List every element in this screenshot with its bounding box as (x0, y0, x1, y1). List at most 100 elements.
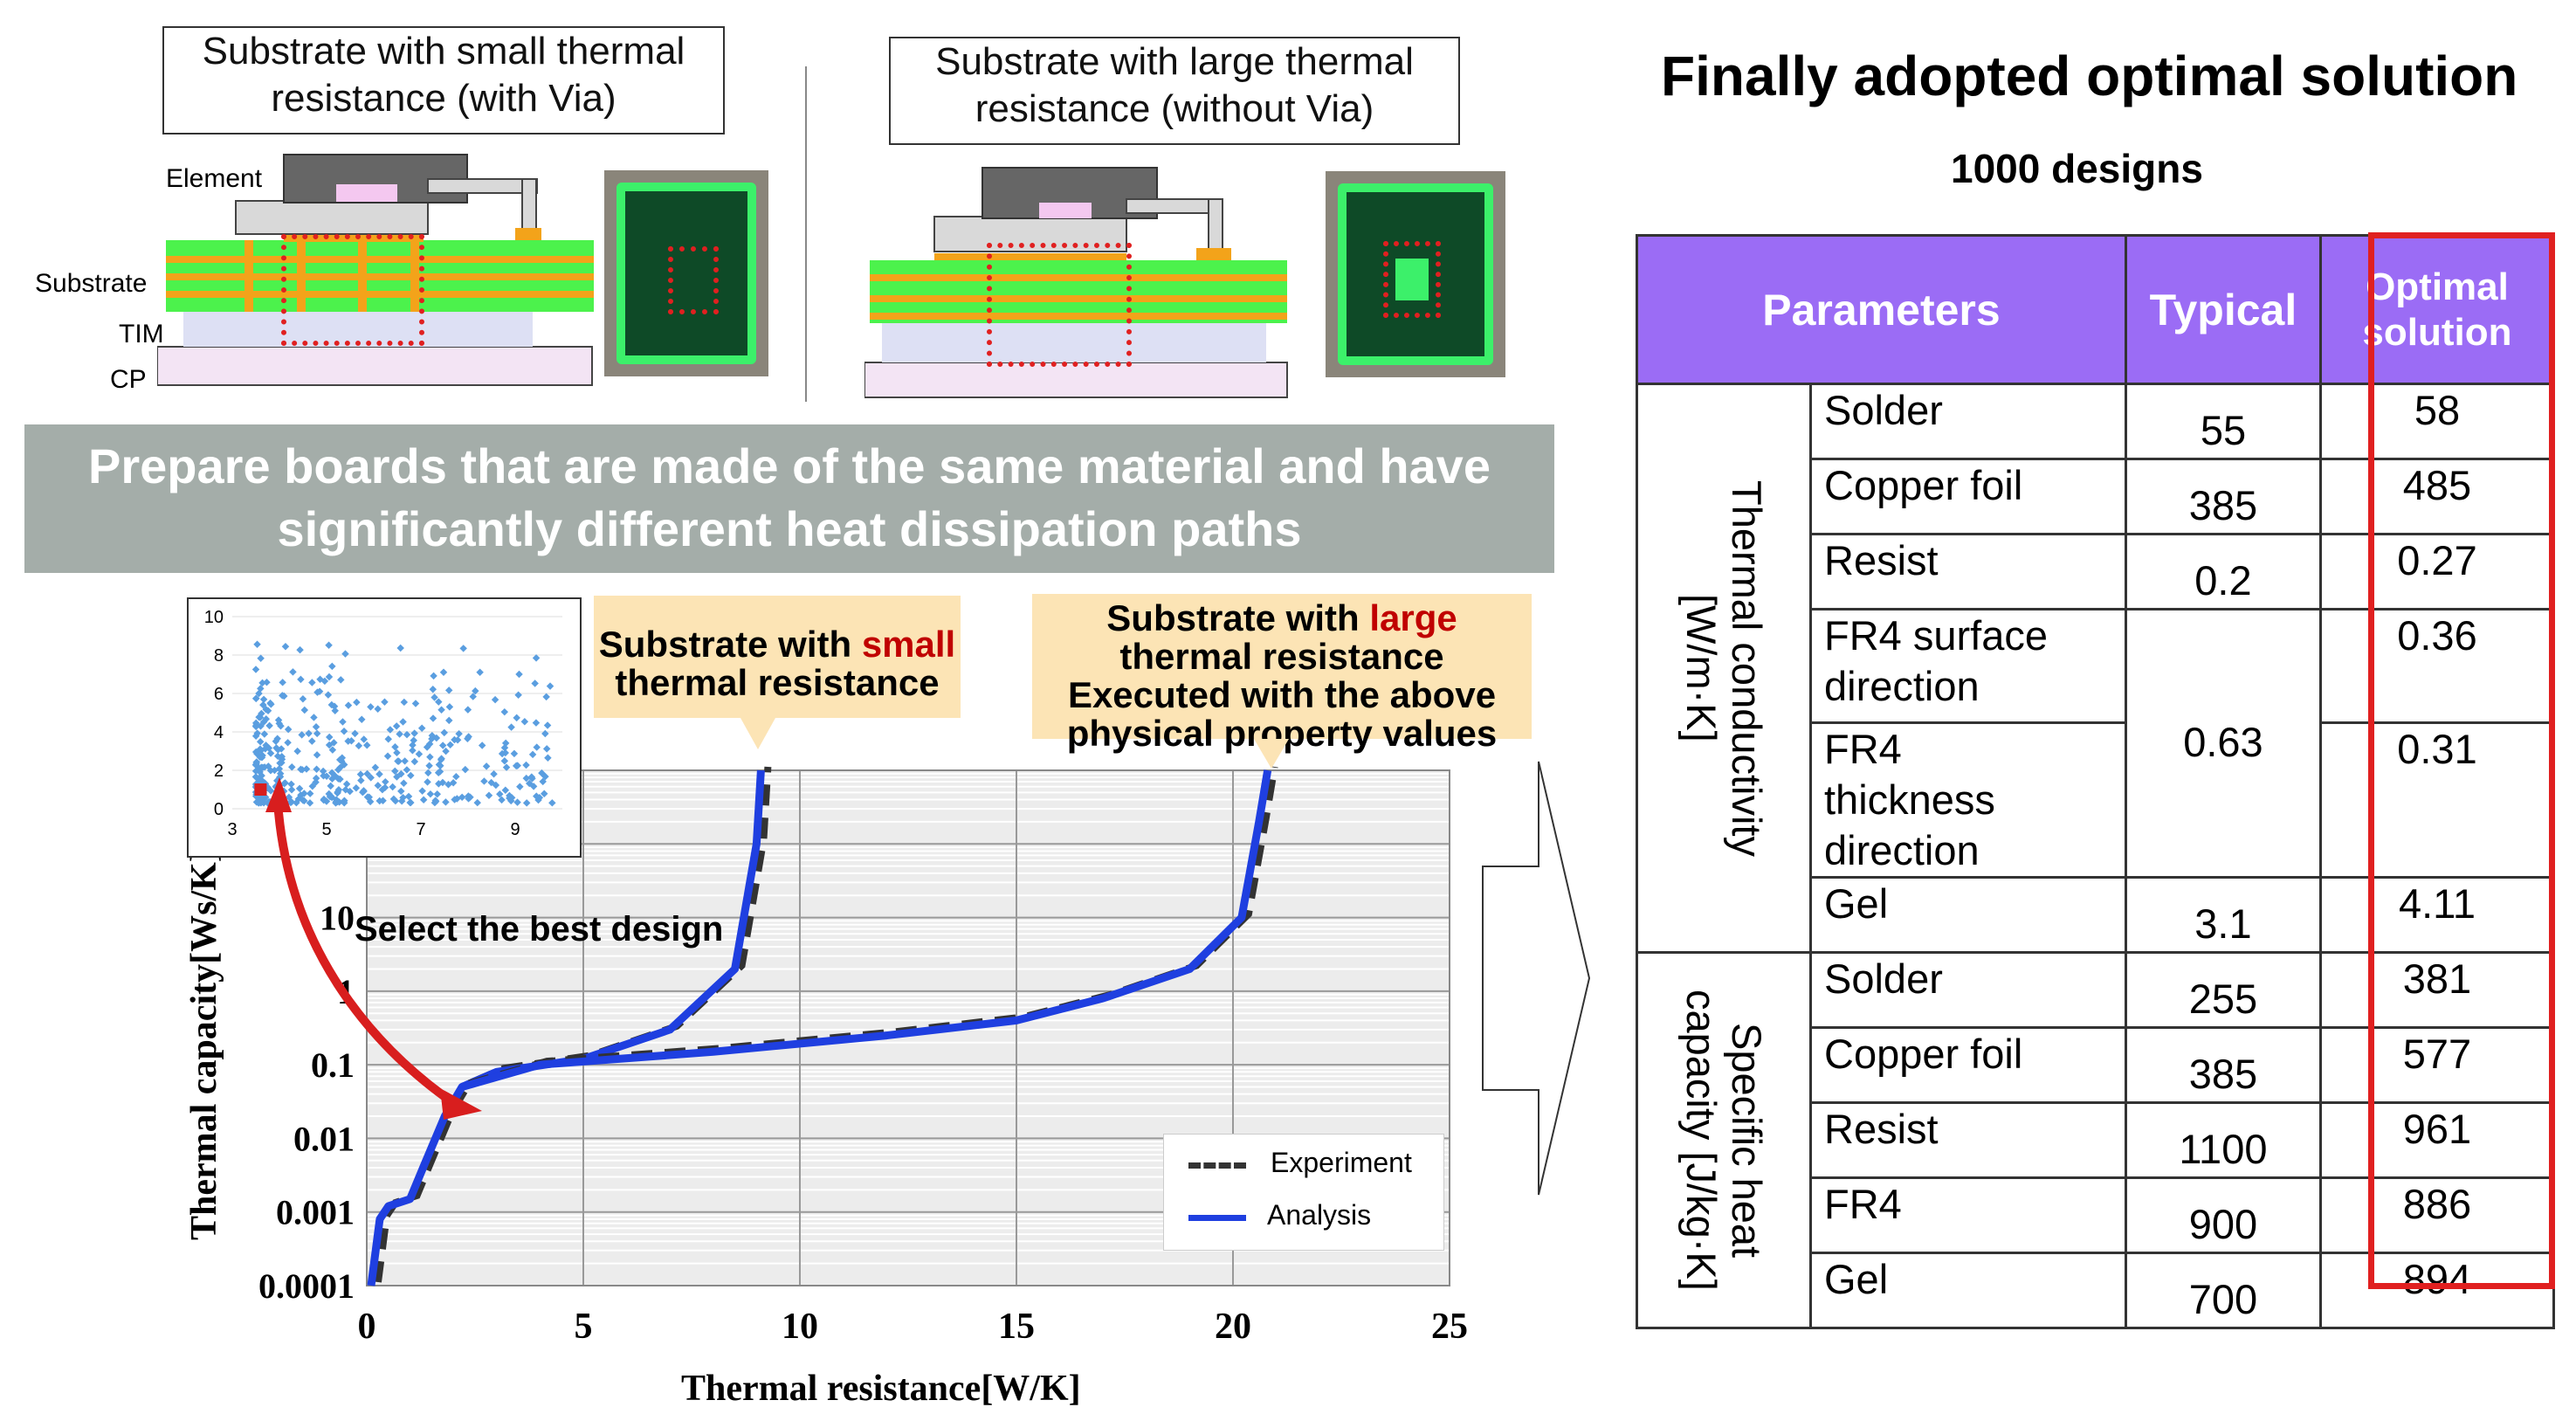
chart-series (367, 766, 1278, 1286)
inset-point (251, 773, 260, 781)
inset-point (363, 769, 371, 778)
row-name: FR4 thickness direction (1809, 721, 2127, 879)
inset-point (337, 676, 345, 684)
callout-large-pointer (1254, 739, 1289, 769)
callout-large-line3: Executed with the above (1067, 674, 1497, 715)
inset-point (410, 729, 418, 737)
inset-point (400, 779, 408, 787)
y-tick-label: 0.1 (311, 1045, 355, 1085)
row-name: Resist (1809, 1101, 2127, 1179)
inset-point (533, 792, 541, 800)
inset-point (325, 733, 334, 741)
inset-point (289, 668, 297, 676)
cp-label: CP (110, 365, 147, 394)
inset-y-tick: 10 (204, 608, 224, 627)
inset-point (302, 765, 311, 773)
inset-point (298, 731, 306, 739)
inset-point (409, 741, 417, 749)
inset-point (435, 780, 443, 788)
group-thermal-conductivity-label: Thermal conductivity [W/m·K] (1678, 479, 1770, 857)
inset-point (325, 641, 333, 649)
inset-point (306, 790, 314, 797)
inset-point (315, 687, 324, 695)
inset-point (287, 798, 296, 806)
row-optimal: 0.36 (2318, 608, 2556, 724)
inset-point (308, 783, 317, 790)
inset-point (257, 685, 265, 693)
inset-point (363, 793, 372, 801)
banner-text: Prepare boards that are made of the same… (88, 438, 1491, 556)
inset-point (442, 747, 450, 755)
inset-point (445, 703, 454, 711)
callout-small-pointer (740, 718, 775, 749)
inset-point (433, 790, 442, 798)
inset-point (464, 735, 472, 743)
inset-point (319, 767, 327, 776)
inset-point (500, 757, 509, 765)
row-name: FR4 surface direction (1809, 608, 2127, 724)
inset-point (439, 668, 448, 676)
inset-point (452, 772, 460, 781)
inset-x-tick: 3 (227, 820, 237, 839)
analysis-line (460, 769, 1272, 1091)
inset-point (542, 693, 550, 701)
inset-point (306, 799, 314, 807)
inset-point (532, 719, 541, 727)
inset-x-tick: 7 (416, 820, 425, 839)
inset-point (437, 706, 445, 714)
inset-point (284, 725, 293, 734)
row-typical: 255 (2124, 951, 2322, 1029)
inset-point (331, 707, 339, 715)
inset-point (399, 718, 407, 726)
inset-point (382, 777, 389, 786)
inset-point (276, 773, 284, 782)
row-typical: 900 (2124, 1176, 2322, 1254)
row-typical: 0.2 (2124, 533, 2322, 610)
y-axis-label: Thermal capacity[Ws/K] (184, 850, 224, 1240)
inset-point (339, 718, 347, 726)
header-parameters: Parameters (1636, 234, 2127, 385)
inset-point (406, 798, 414, 807)
inset-point (429, 714, 437, 722)
inset-point (375, 797, 383, 805)
inset-point (392, 722, 401, 730)
inset-point (341, 786, 350, 794)
callout-small-post: thermal resistance (615, 662, 940, 703)
inset-point (538, 769, 546, 777)
inset-point (357, 776, 365, 784)
novia-photo-highlight (1383, 241, 1441, 318)
callout-large: Substrate with large thermal resistance … (1032, 594, 1532, 753)
select-arrow (265, 777, 482, 1120)
x-tick-label: 10 (782, 1307, 818, 1347)
inset-point (287, 780, 295, 789)
inset-point (400, 698, 409, 707)
inset-point (288, 762, 296, 771)
row-typical: 1100 (2124, 1101, 2322, 1179)
inset-point (325, 673, 334, 681)
row-typical: 385 (2124, 458, 2322, 535)
inset-point (437, 755, 445, 764)
group-thermal-conductivity: Thermal conductivity [W/m·K] (1636, 383, 1812, 954)
inset-point (430, 693, 438, 701)
inset-point (419, 796, 428, 804)
inset-point (424, 769, 432, 777)
small-resistance-label: Substrate with small thermal resistance … (202, 30, 685, 120)
callout-small: Substrate with small thermal resistance (594, 596, 961, 718)
x-tick-label: 20 (1215, 1307, 1251, 1347)
inset-point (340, 761, 348, 769)
row-optimal: 961 (2318, 1101, 2556, 1179)
inset-point (300, 790, 308, 797)
row-typical: 3.1 (2124, 876, 2322, 954)
inset-point (469, 693, 477, 700)
inset-point (410, 757, 419, 766)
inset-point (313, 765, 320, 774)
inset-point (546, 682, 554, 690)
inset-y-tick: 0 (214, 800, 224, 819)
inset-point (397, 787, 405, 796)
row-typical: 0.63 (2124, 608, 2322, 879)
legend-analysis-swatch (1188, 1215, 1246, 1221)
row-optimal: 0.27 (2318, 533, 2556, 610)
inset-point (340, 728, 348, 735)
inset-point (394, 757, 402, 765)
